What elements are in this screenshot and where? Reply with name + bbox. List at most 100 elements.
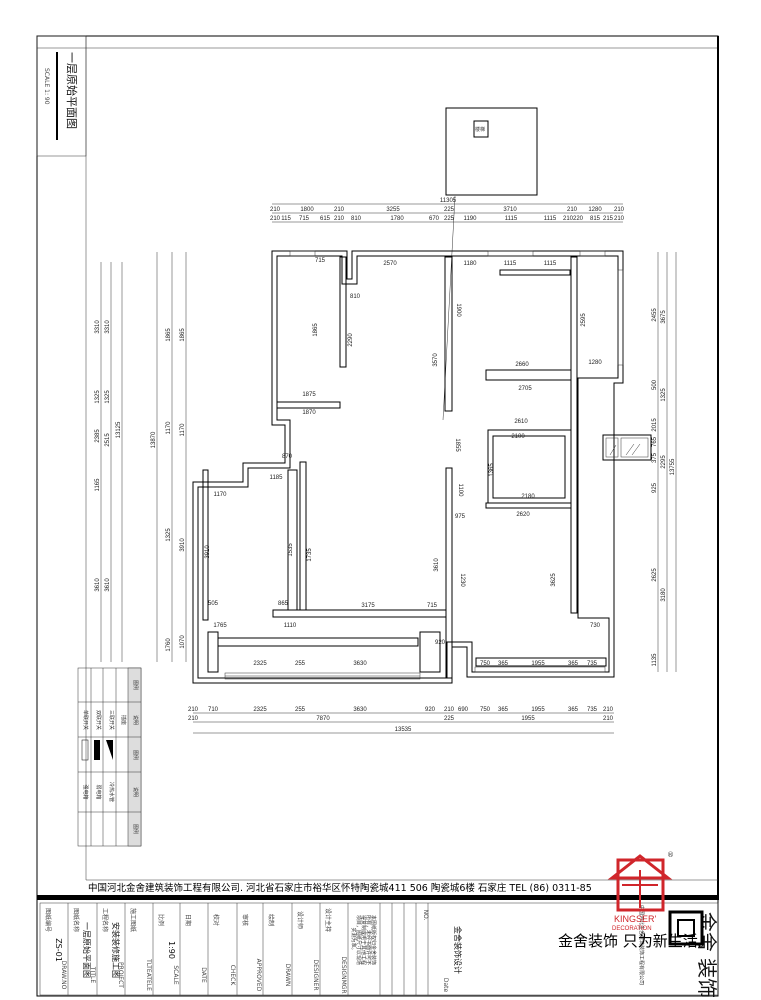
dimension-label: 1325 (95, 390, 101, 404)
legend-header: 图例 (132, 824, 139, 834)
dimension-label: 2295 (661, 455, 667, 469)
title-block-label-en: SCALE (172, 965, 179, 984)
dimension-label: 1325 (166, 528, 172, 542)
title-block-value: 1:90 (167, 941, 176, 959)
dimension-label: 2455 (652, 308, 658, 322)
dimension-lines (100, 203, 677, 734)
dimension-label: 1115 (505, 216, 518, 222)
svg-text:®: ® (667, 851, 674, 859)
interior-dimension-label: 2620 (516, 512, 530, 518)
legend-description: 冷热水管 (108, 782, 115, 802)
interior-dimension-label: 735 (587, 661, 598, 667)
title-block-value: ZS-01 (54, 938, 63, 962)
sheet-title-scale: SCALE 1: 90 (43, 68, 50, 105)
legend-half-wall-icon (106, 740, 113, 760)
title-block-label-en: DESIGNER (312, 959, 319, 990)
interior-dimension-label: 1855 (454, 438, 460, 452)
interior-dimension-label: 1110 (284, 623, 297, 629)
dimension-label: 255 (295, 707, 306, 713)
logo-text-decoration: DECORATION (612, 926, 652, 932)
stair-box: 楼梯 (442, 107, 538, 421)
legend-header: 说明 (132, 715, 139, 725)
title-block-label: 图纸编号 (44, 908, 52, 932)
dimension-label: 2385 (95, 429, 101, 443)
dimension-label: 210 (188, 707, 199, 713)
sheet-border (36, 35, 719, 997)
interior-dimension-label: 2610 (514, 419, 528, 425)
legend-description: 弱电箱 (95, 784, 102, 799)
interior-dimension-label: 1765 (213, 623, 227, 629)
title-block-divider (37, 895, 718, 900)
legend-header: 说明 (132, 787, 139, 797)
title-block-label-en: TITLE (89, 966, 96, 983)
interior-dimension-label: 3570 (433, 353, 439, 367)
sheet-title: 一层原始平面图 SCALE 1: 90 (36, 35, 87, 157)
legend-description: 三联开关 (108, 710, 115, 730)
dimension-label: 1070 (180, 635, 186, 649)
dimension-label: 1135 (652, 653, 658, 667)
dimension-label: 1800 (300, 207, 314, 213)
dimension-label: 3255 (386, 207, 400, 213)
dimension-label: 210 (270, 207, 281, 213)
company-name-small: 中国河北金舍建筑装饰工程有限公司 (638, 905, 645, 985)
interior-dimension-label: 1735 (307, 548, 313, 562)
dimension-label: 3310 (95, 320, 101, 334)
interior-dimension-label: 3610 (434, 558, 440, 572)
dimension-label: 13870 (151, 431, 157, 448)
dimension-label: 750 (480, 707, 491, 713)
interior-dimension-label: 2570 (383, 261, 397, 267)
dimension-label: 210 (614, 216, 625, 222)
title-block-label: 设计主持 (324, 908, 332, 932)
interior-dimension-label: 2595 (581, 313, 587, 327)
interior-dimension-label: 730 (590, 623, 601, 629)
dimension-label: 210 (334, 207, 345, 213)
dimension-label: 3310 (105, 320, 111, 334)
interior-dimension-label: 975 (455, 514, 466, 520)
interior-dimension-label: 750 (480, 661, 491, 667)
interior-dimension-label: 2100 (511, 434, 525, 440)
interior-dimension-label: 3630 (353, 661, 367, 667)
dimension-label: 1190 (464, 216, 478, 222)
interior-dimension-label: 1115 (504, 261, 517, 267)
dimension-label: 2015 (652, 418, 658, 432)
firm-design-label: 金舍装饰设计 (453, 926, 463, 974)
dimension-label: 690 (458, 707, 469, 713)
legend-table: 图例说明图例说明图例单联开关双联开关三联开关插座强电箱弱电箱冷热水管 (77, 667, 142, 847)
dimension-total: 13535 (395, 727, 412, 733)
dimension-label: 1325 (661, 388, 667, 402)
interior-dimension-label: 1535 (288, 543, 294, 557)
dimension-label: 3710 (503, 207, 517, 213)
dimension-label: 215 (603, 216, 614, 222)
dimension-label: 1115 (544, 216, 557, 222)
title-block-label: 图纸名称 (72, 908, 80, 932)
title-block-label-en: TLTEATELE (145, 958, 152, 991)
dimension-label: 13125 (116, 421, 122, 438)
title-block-note-line: 得复制或用于其他工程 (360, 915, 367, 965)
dimension-label: 2325 (253, 707, 267, 713)
interior-dimension-label: 3910 (205, 545, 211, 559)
interior-dimension-label: 715 (315, 258, 326, 264)
interior-dimension-label: 1875 (302, 392, 316, 398)
interior-dimension-label: 505 (208, 601, 219, 607)
revision-no-label: NO. (422, 910, 429, 921)
interior-dimension-label: 2290 (348, 333, 354, 347)
stair-label: 楼梯 (475, 126, 485, 133)
interior-dimension-label: 1100 (457, 484, 463, 498)
dimension-label: 210 (334, 216, 345, 222)
dimension-label: 1955 (531, 707, 545, 713)
title-block-label: 日期 (184, 914, 192, 926)
title-block-value: 安装装修施工图 (111, 922, 121, 978)
dimension-label: 3610 (95, 578, 101, 592)
interior-dimension-label: 1115 (544, 261, 557, 267)
dimension-label: 1325 (105, 390, 111, 404)
legend-description: 双联开关 (95, 710, 102, 730)
interior-dimension-label: 1955 (531, 661, 545, 667)
dimension-label: 670 (429, 216, 440, 222)
interior-dimension-label: 920 (435, 640, 446, 646)
dimension-label: 225 (444, 207, 455, 213)
dimension-label: 365 (568, 707, 579, 713)
title-block-label-en: APPROVED (255, 959, 262, 992)
dimension-label: 3180 (661, 588, 667, 602)
dimension-label: 3610 (105, 578, 111, 592)
